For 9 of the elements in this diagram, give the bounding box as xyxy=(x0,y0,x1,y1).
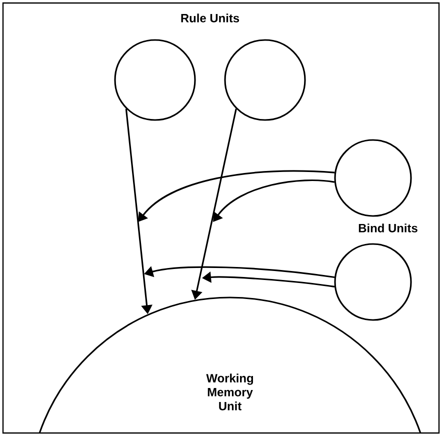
unit-circle xyxy=(334,139,412,217)
unit-circle xyxy=(334,243,412,321)
group-label: Bind Units xyxy=(358,224,418,232)
memory-unit: Working Memory Unit xyxy=(28,296,432,433)
unit-circle xyxy=(224,39,306,121)
unit-circle xyxy=(114,39,196,121)
connection-line xyxy=(213,180,335,222)
connection-line xyxy=(138,170,335,222)
group-label: Rule Units xyxy=(181,14,240,22)
